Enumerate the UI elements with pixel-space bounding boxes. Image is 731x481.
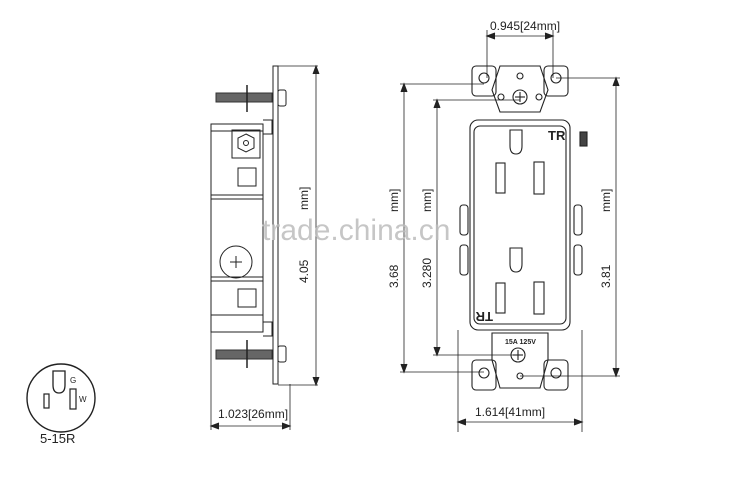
bottom-mounting-screw-icon <box>215 340 287 368</box>
ground-label: G <box>70 376 76 385</box>
top-width-label: 0.945[24mm] <box>490 19 560 33</box>
left-outer-height-label: 3.68 <box>387 264 401 288</box>
side-height-label: 4.05 <box>297 259 311 283</box>
rating-label: 15A 125V <box>505 339 536 346</box>
left-inner-height-unit: mm] <box>420 189 434 212</box>
side-depth-label: 1.023[26mm] <box>218 407 288 421</box>
left-outer-height-unit: mm] <box>387 189 401 212</box>
front-view <box>400 30 620 432</box>
side-view <box>209 64 320 430</box>
right-height-unit: mm] <box>599 189 613 212</box>
white-label: W <box>79 395 87 404</box>
tr-top-label: TR <box>548 128 566 143</box>
plug-type-label: 5-15R <box>40 431 75 446</box>
side-height-unit: mm] <box>297 187 311 210</box>
tr-bottom-label: TR <box>475 309 493 324</box>
plug-symbol-5-15r: G W 5-15R <box>26 363 96 446</box>
watermark: trade.china.cn <box>262 214 450 247</box>
top-mounting-screw-icon <box>215 85 287 112</box>
overall-width-label: 1.614[41mm] <box>475 405 545 419</box>
right-height-label: 3.81 <box>599 264 613 288</box>
left-inner-height-label: 3.280 <box>420 258 434 288</box>
